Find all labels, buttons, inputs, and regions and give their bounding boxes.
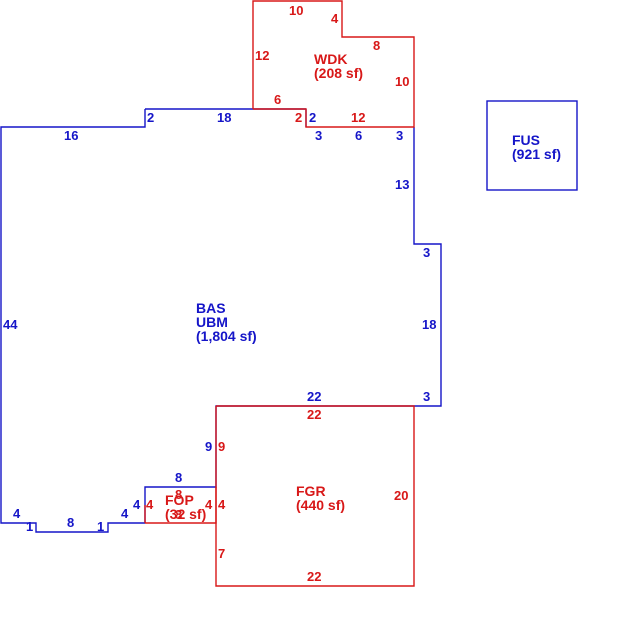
dim-bas-top-c: 3 — [396, 128, 403, 143]
dim-wdk-bottom: 12 — [351, 110, 365, 125]
fus-outline — [486, 100, 578, 191]
fop-label-code: FOP — [165, 492, 194, 508]
wdk-label-code: WDK — [314, 51, 347, 67]
dim-bas-step-left: 2 — [147, 110, 154, 125]
dim-bas-bl-4b: 4 — [121, 506, 129, 521]
dim-bas-top-a: 3 — [315, 128, 322, 143]
fus-label-code: FUS — [512, 132, 540, 148]
dim-wdk-step: 2 — [295, 110, 302, 125]
dim-fgr-left-upper: 9 — [218, 439, 225, 454]
dim-wdk-diag: 8 — [373, 38, 380, 53]
fus-label-area: (921 sf) — [512, 146, 561, 162]
wdk-outline — [252, 0, 415, 128]
wdk-label-area: (208 sf) — [314, 65, 363, 81]
bas-label-code: BAS — [196, 300, 226, 316]
dim-bas-bottom: 22 — [307, 389, 321, 404]
dim-fop-inner: 8 — [175, 487, 182, 502]
dim-wdk-right: 10 — [395, 74, 409, 89]
dim-fgr-bottom: 22 — [307, 569, 321, 584]
dim-fgr-left-lower: 7 — [218, 546, 225, 561]
bas-outline — [0, 109, 146, 533]
fop-label-area: (32 sf) — [165, 506, 206, 522]
bas-label-type: UBM — [196, 314, 228, 330]
dim-fop-bottom: 8 — [175, 507, 182, 522]
dim-fop-right-red: 4 — [205, 497, 213, 512]
dim-bas-left: 44 — [3, 317, 18, 332]
dim-bas-step-mid: 2 — [309, 110, 316, 125]
dim-fgr-top: 22 — [307, 407, 321, 422]
dim-fop-left-red: 4 — [146, 497, 154, 512]
bas-label-area: (1,804 sf) — [196, 328, 257, 344]
dim-fop-top: 8 — [175, 470, 182, 485]
dim-bas-inner: 9 — [205, 439, 212, 454]
fgr-label-code: FGR — [296, 483, 326, 499]
fgr-outline — [215, 405, 415, 587]
dim-wdk-notch: 4 — [331, 11, 339, 26]
dim-bas-top-mid: 18 — [217, 110, 231, 125]
dim-fgr-right: 20 — [394, 488, 408, 503]
dim-bas-right-lower: 18 — [422, 317, 436, 332]
dim-bas-jog-top: 3 — [423, 245, 430, 260]
dim-bas-bl-4: 4 — [13, 506, 21, 521]
dim-fop-left-blue: 4 — [133, 497, 141, 512]
dim-wdk-left: 12 — [255, 48, 269, 63]
dim-bas-right-upper: 13 — [395, 177, 409, 192]
fop-outline — [145, 487, 217, 524]
dim-wdk-bottom-left: 6 — [274, 92, 281, 107]
dim-bas-top-b: 6 — [355, 128, 362, 143]
dim-bas-bl-1a: 1 — [26, 519, 33, 534]
dim-bas-bl-1b: 1 — [97, 519, 104, 534]
dim-bas-top-left: 16 — [64, 128, 78, 143]
dim-wdk-top: 10 — [289, 3, 303, 18]
dim-bas-bl-8: 8 — [67, 515, 74, 530]
dim-bas-jog-bottom: 3 — [423, 389, 430, 404]
dim-fgr-fop-right: 4 — [218, 497, 226, 512]
fgr-label-area: (440 sf) — [296, 497, 345, 513]
